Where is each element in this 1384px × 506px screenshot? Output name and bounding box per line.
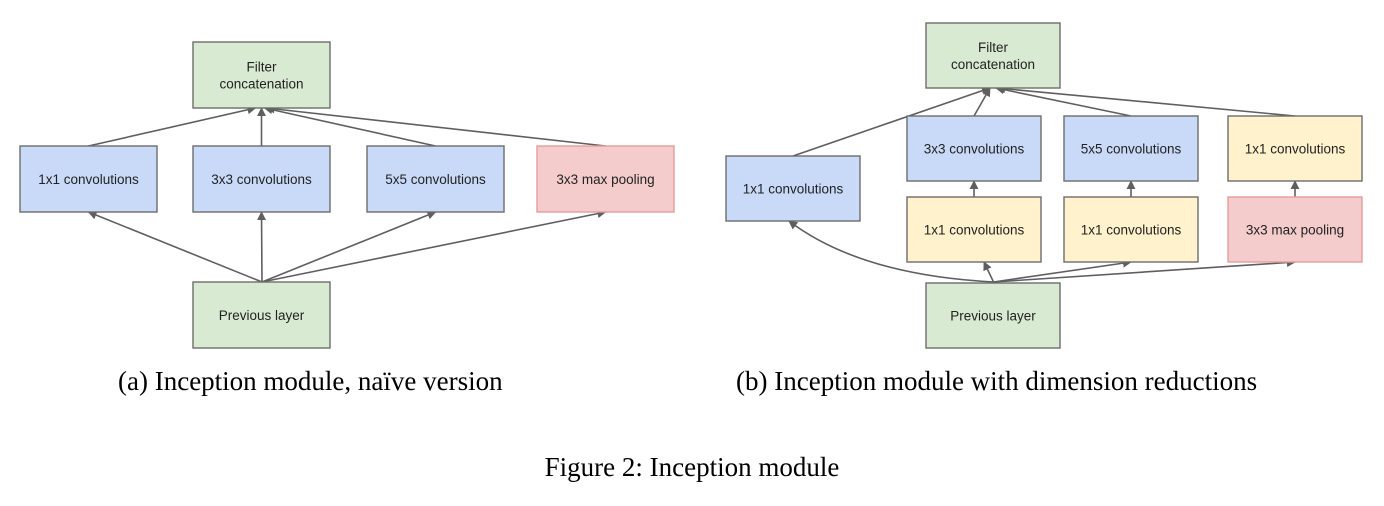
node-b-concat-label: Filter	[978, 40, 1009, 55]
node-b-conv1-label: 1x1 convolutions	[743, 182, 844, 197]
edge-b-proj-to-concat	[996, 84, 1296, 117]
node-b-concat-box	[925, 22, 1061, 89]
edge-a-prev-to-pool	[261, 209, 607, 283]
edges-layer	[87, 84, 1300, 283]
node-b-pool-box	[1227, 196, 1363, 263]
node-b-red5-box	[1063, 196, 1199, 263]
edge-a-conv5-to-concat	[263, 105, 436, 147]
edge-b-prev-to-conv1	[788, 220, 994, 283]
node-b-conv5-box	[1063, 115, 1199, 182]
node-b-red3: 1x1 convolutions	[906, 196, 1042, 263]
node-a-prev-box	[192, 281, 331, 349]
node-a-concat-label: concatenation	[219, 77, 303, 92]
node-a-conv3: 3x3 convolutions	[192, 145, 331, 213]
node-b-prev: Previous layer	[925, 282, 1061, 349]
node-b-concat: Filter concatenation	[925, 22, 1061, 89]
caption-a: (a) Inception module, naïve version	[118, 366, 503, 396]
node-b-conv3-box	[906, 115, 1042, 182]
figure-caption: Figure 2: Inception module	[544, 452, 840, 482]
node-a-concat: Filter concatenation	[192, 41, 331, 109]
node-b-red3-label: 1x1 convolutions	[924, 223, 1025, 238]
node-b-conv5: 5x5 convolutions	[1063, 115, 1199, 182]
node-a-conv3-box	[192, 145, 331, 213]
edge-b-prev-to-pool	[993, 258, 1296, 283]
edge-b-prev-to-red5	[993, 258, 1132, 283]
edge-b-conv1-to-concat	[792, 86, 991, 157]
edge-a-conv1-to-concat	[88, 105, 257, 147]
edge-b-prev-to-red3	[983, 261, 995, 283]
caption-b: (b) Inception module with dimension redu…	[736, 366, 1258, 396]
node-b-conv3: 3x3 convolutions	[906, 115, 1042, 182]
edge-a-pool-to-concat	[265, 104, 606, 147]
node-b-prev-box	[925, 282, 1061, 349]
node-b-conv5-label: 5x5 convolutions	[1081, 142, 1182, 157]
node-b-prev-label: Previous layer	[950, 309, 1036, 324]
nodes-layer: Filter concatenation 1x1 convolutions 3x3 c…	[19, 22, 1363, 349]
node-b-proj-box	[1227, 115, 1363, 182]
node-b-conv1-box	[725, 155, 861, 222]
node-a-prev: Previous layer	[192, 281, 331, 349]
node-a-conv5: 5x5 convolutions	[366, 145, 505, 213]
node-b-conv1: 1x1 convolutions	[725, 155, 861, 222]
node-a-conv1-box	[19, 145, 158, 213]
node-a-prev-label: Previous layer	[219, 308, 305, 323]
node-a-concat-box	[192, 41, 331, 109]
edge-b-conv5-to-concat	[995, 85, 1132, 117]
node-b-pool-label: 3x3 max pooling	[1246, 223, 1344, 238]
edge-b-conv3-to-concat	[973, 87, 991, 117]
node-b-proj-label: 1x1 convolutions	[1245, 142, 1346, 157]
node-a-conv1-label: 1x1 convolutions	[38, 172, 139, 187]
node-b-pool: 3x3 max pooling	[1227, 196, 1363, 263]
node-a-pool-label: 3x3 max pooling	[556, 172, 654, 187]
edge-a-prev-to-conv1	[87, 210, 263, 283]
node-b-red3-box	[906, 196, 1042, 263]
node-a-conv5-label: 5x5 convolutions	[385, 172, 486, 187]
node-b-concat-label: concatenation	[951, 57, 1035, 72]
node-b-conv3-label: 3x3 convolutions	[924, 142, 1025, 157]
node-a-conv5-box	[366, 145, 505, 213]
node-a-concat-label: Filter	[247, 60, 278, 75]
node-b-proj: 1x1 convolutions	[1227, 115, 1363, 182]
edge-a-prev-to-conv3	[257, 211, 267, 283]
node-a-pool-box	[536, 145, 675, 213]
node-a-conv1: 1x1 convolutions	[19, 145, 158, 213]
node-a-conv3-label: 3x3 convolutions	[211, 172, 312, 187]
edge-a-prev-to-conv5	[261, 210, 437, 283]
node-a-pool: 3x3 max pooling	[536, 145, 675, 213]
node-b-red5: 1x1 convolutions	[1063, 196, 1199, 263]
node-b-red5-label: 1x1 convolutions	[1081, 223, 1182, 238]
